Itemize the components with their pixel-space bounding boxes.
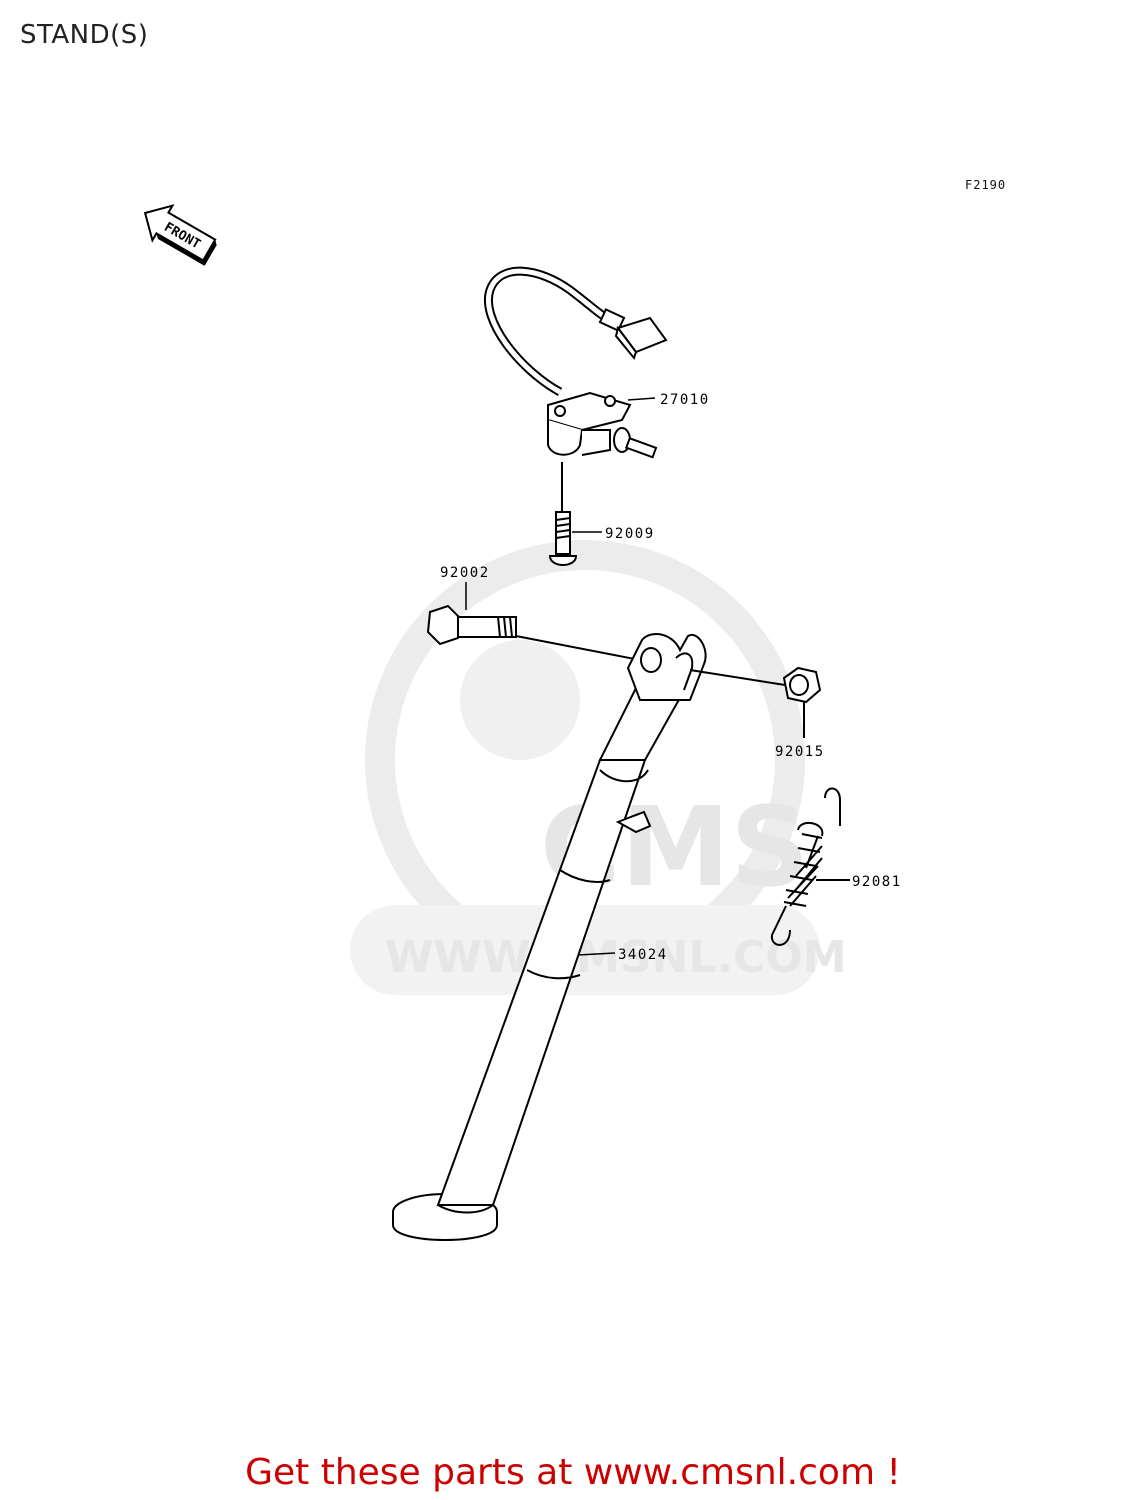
part-label-92081: 92081 [852, 874, 902, 890]
screw-92009 [548, 462, 578, 566]
part-label-34024: 34024 [618, 947, 668, 963]
page-title: STAND(S) [20, 20, 149, 50]
part-label-27010: 27010 [660, 392, 710, 408]
footer-cta-link[interactable]: Get these parts at www.cmsnl.com ! [245, 1452, 901, 1493]
part-label-92002: 92002 [440, 565, 490, 581]
bolt-92002 [426, 604, 641, 661]
part-label-92009: 92009 [605, 526, 655, 542]
leader-lines [465, 397, 656, 956]
watermark-site-text: WWW.CMSNL.COM [385, 932, 847, 983]
figure-code: F2190 [965, 178, 1007, 192]
front-arrow-icon: FRONT [143, 204, 217, 266]
side-stand [392, 633, 786, 1241]
spring-92081 [770, 787, 850, 946]
nut-92015 [782, 666, 822, 738]
side-stand-switch [484, 266, 668, 459]
part-label-92015: 92015 [775, 744, 825, 760]
